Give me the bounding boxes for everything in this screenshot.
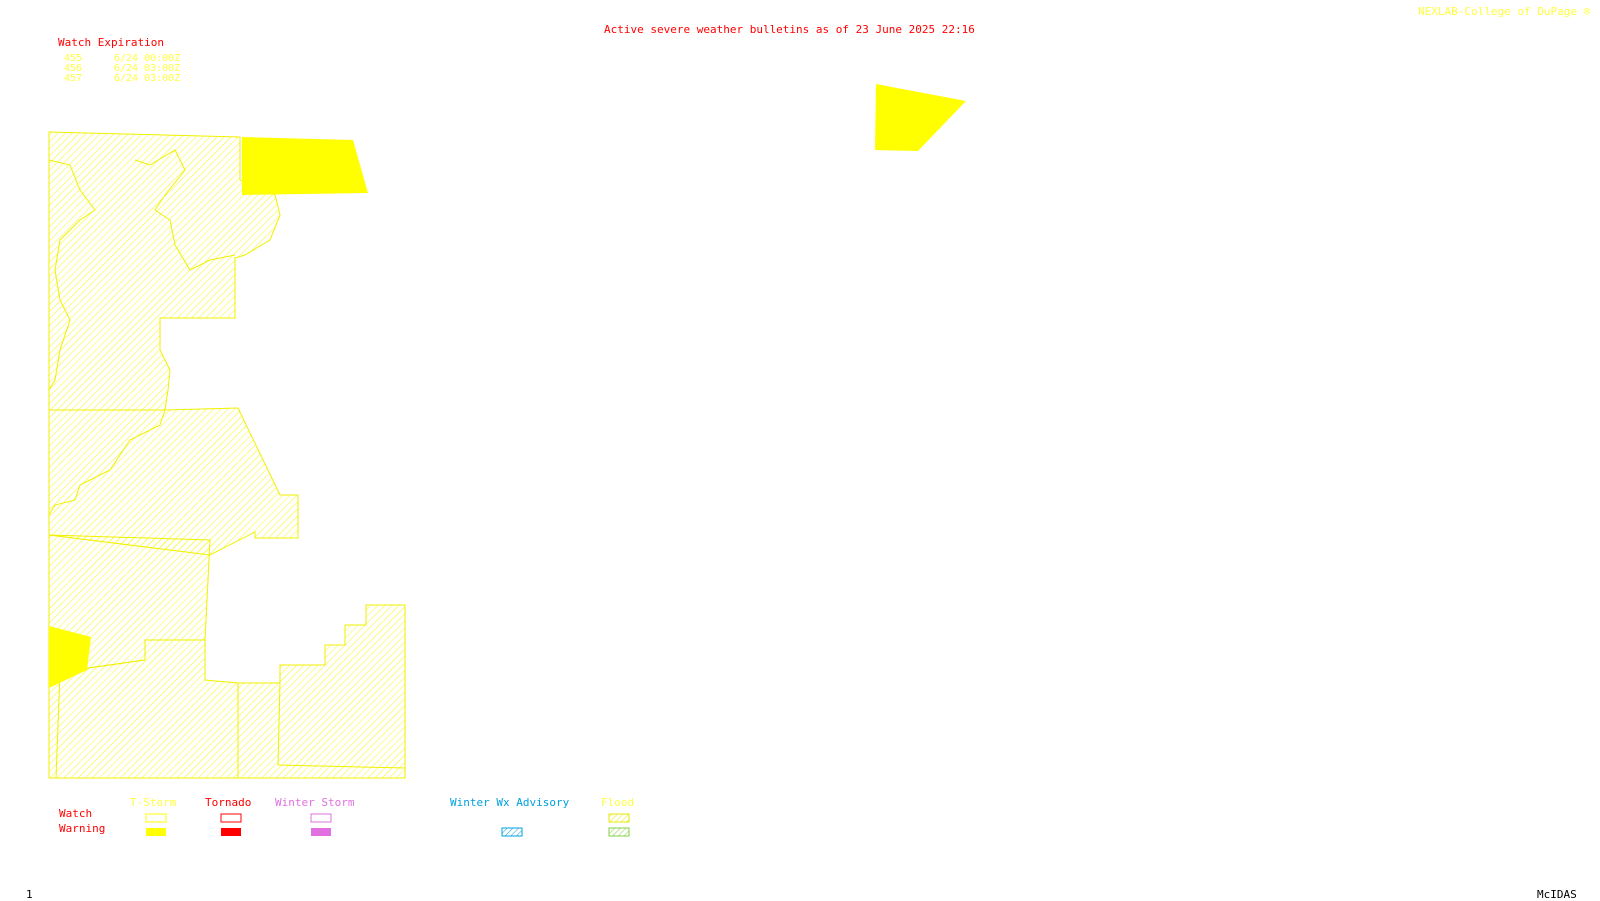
legend-winter-advisory-box [501,827,523,837]
watch-expiration-heading: Watch Expiration [58,36,164,49]
watch-area-southeast [237,604,406,779]
watch-area-southwest [48,639,239,779]
legend-flood-warning-box [608,827,630,837]
legend-category-flood: Flood [601,796,635,809]
legend-flood-watch-box [608,813,630,823]
watch-number: 457 [64,73,83,84]
watch-number: 456 [64,63,83,74]
legend-tornado-warning-box [221,828,241,836]
watch-number: 455 [64,53,83,64]
map-title: Active severe weather bulletins as of 23… [604,23,975,36]
legend-tstorm-warning-box [146,828,166,836]
state-border-line [48,409,166,516]
legend-row-watch: Watch [59,807,93,820]
legend-tornado-watch-box [220,813,242,823]
watch-expires: 6/24 03:00Z [114,73,181,84]
legend-winter-storm-warning-box [311,828,331,836]
credit-text: NEXLAB-College of DuPage ® [1418,5,1591,18]
software-label: McIDAS [1537,888,1577,901]
state-border-line [134,149,236,271]
state-border-line [48,159,96,391]
county-line [277,682,406,769]
legend-tstorm-watch-box [145,813,167,823]
legend-category-tstorm: T-Storm [130,796,177,809]
tstorm-warning-polygon [875,84,966,151]
legend-category-winter-storm: Winter Storm [275,796,355,809]
tstorm-warning-polygon [242,137,368,195]
legend-category-tornado: Tornado [205,796,252,809]
legend-winter-storm-watch-box [310,813,332,823]
watch-expires: 6/24 03:00Z [114,63,181,74]
tstorm-warning-polygon [49,626,91,688]
legend-row-warning: Warning [59,822,106,835]
frame-number: 1 [26,888,33,901]
legend-category-winter-advisory: Winter Wx Advisory [450,796,570,809]
county-line [55,671,61,779]
watch-expires: 6/24 00:00Z [114,53,181,64]
